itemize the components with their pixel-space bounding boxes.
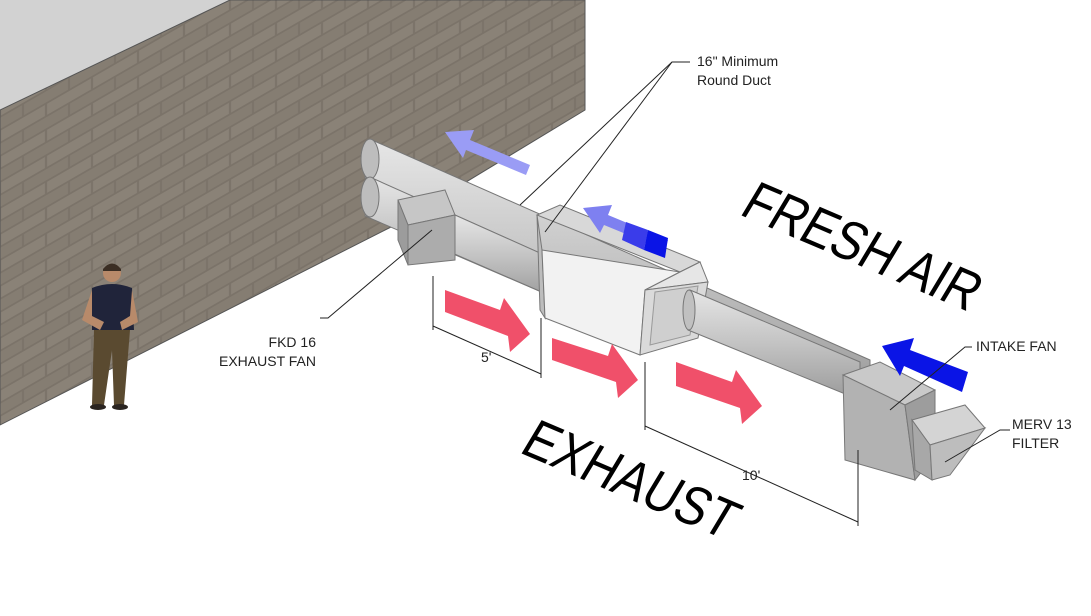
exhaust-fan-box <box>397 189 456 266</box>
dimension-5ft-label: 5' <box>481 349 491 365</box>
exhaust-arrow-2 <box>552 338 638 398</box>
exhaust-fan-callout-line2: EXHAUST FAN <box>219 353 316 369</box>
exhaust-arrow-3 <box>676 362 762 424</box>
person-figure <box>82 263 138 410</box>
brick-wall <box>0 0 586 426</box>
exhaust-fan-callout: FKD 16 EXHAUST FAN <box>206 333 316 371</box>
merv-filter <box>911 404 987 481</box>
intake-fan-callout: INTAKE FAN <box>976 337 1057 356</box>
fresh-air-arrow-outgoing <box>445 130 530 175</box>
filter-callout-line2: FILTER <box>1012 435 1060 451</box>
exhaust-label: EXHAUST <box>512 408 752 550</box>
intake-fan-callout-line1: INTAKE FAN <box>976 338 1057 354</box>
dimension-10ft-label: 10' <box>742 467 760 483</box>
duct-callout-line2: Round Duct <box>697 72 771 88</box>
duct-callout-line1: 16" Minimum <box>697 53 779 69</box>
leader-lines <box>320 61 1010 463</box>
exhaust-arrows <box>445 290 762 424</box>
filter-callout: MERV 13 FILTER <box>1012 415 1072 453</box>
fresh-air-arrow-intake <box>882 338 968 392</box>
duct-callout: 16" Minimum Round Duct <box>697 52 778 90</box>
exhaust-arrow-1 <box>445 290 530 352</box>
dimension-5ft <box>432 276 542 378</box>
filter-callout-line1: MERV 13 <box>1012 416 1072 432</box>
exhaust-fan-callout-line1: FKD 16 <box>268 334 316 350</box>
fresh-air-arrows <box>445 130 968 392</box>
dimension-10ft <box>644 362 859 526</box>
fresh-air-label: FRESH AIR <box>732 170 995 322</box>
